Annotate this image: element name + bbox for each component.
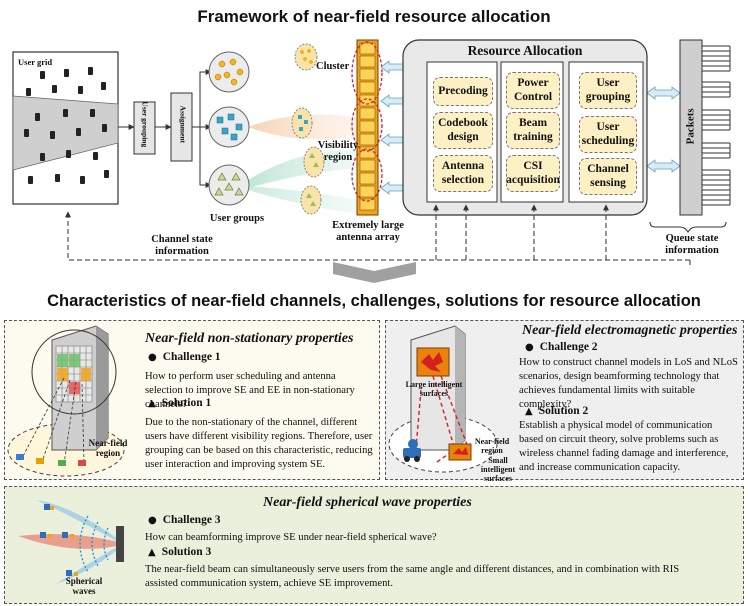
panel1-solution-text: Due to the non-stationary of the channel…: [145, 417, 373, 471]
large-surfaces-label: Large intelligent surfaces: [405, 380, 463, 399]
spherical-wave-illustration: [18, 500, 124, 584]
panel1-title: Near-field non-stationary properties: [145, 331, 354, 346]
user-groups-label: User groups: [209, 213, 265, 224]
bullet-dot-icon: ●: [148, 352, 157, 363]
panel2-challenge-label: ●Challenge 2: [525, 341, 598, 353]
bullet-triangle-icon: ▲: [148, 398, 156, 409]
queue-state-label: Queue state information: [665, 233, 719, 257]
antenna-array: [351, 39, 383, 216]
panel3-title: Near-field spherical wave properties: [263, 495, 472, 510]
characteristics-title: Characteristics of near-field channels, …: [47, 292, 701, 310]
precoding-box: Precoding: [433, 77, 493, 106]
power-control-box: Power Control: [506, 72, 560, 109]
panel2-challenge-text: How to construct channel models in LoS a…: [519, 357, 738, 411]
user-grouping-box: User grouping: [579, 72, 637, 109]
codebook-design-box: Codebook design: [433, 112, 493, 149]
panel2-solution-label: ▲Solution 2: [525, 405, 589, 417]
small-surfaces-label: Small intelligent surfaces: [480, 456, 516, 484]
panel3-solution-label: ▲Solution 3: [148, 546, 212, 558]
panel-spherical-wave: [4, 486, 744, 604]
resource-allocation-title: Resource Allocation: [467, 43, 583, 58]
electromagnetic-illustration: [388, 325, 498, 473]
antenna-selection-box: Antenna selection: [433, 155, 493, 192]
channel-sensing-box: Channel sensing: [579, 158, 637, 195]
bullet-dot-icon: ●: [148, 515, 157, 526]
bullet-triangle-icon: ▲: [148, 547, 156, 558]
panel2-solution-text: Establish a physical model of communicat…: [519, 420, 729, 474]
antenna-array-label: Extremely large antenna array: [332, 220, 404, 244]
cluster-label: Cluster: [316, 61, 350, 72]
user-grid: [12, 51, 119, 205]
bullet-dot-icon: ●: [525, 342, 534, 353]
user-grid-label: User grid: [18, 57, 53, 67]
panel1-solution-label: ▲Solution 1: [148, 397, 212, 409]
user-grouping-label: User grouping: [140, 101, 150, 148]
visibility-region-label: Visibility region: [317, 140, 359, 164]
spherical-waves-label: Spherical waves: [65, 576, 103, 597]
panel2-region-label: Near-field region: [474, 437, 510, 456]
panel1-region-label: Near-field region: [88, 438, 128, 459]
panel2-title: Near-field electromagnetic properties: [522, 323, 738, 338]
beam-training-box: Beam training: [506, 112, 560, 149]
panel1-challenge-label: ●Challenge 1: [148, 351, 221, 363]
panel3-solution-text: The near-field beam can simultaneously s…: [145, 564, 680, 590]
user-scheduling-box: User scheduling: [579, 116, 637, 153]
framework-title: Framework of near-field resource allocat…: [197, 7, 551, 26]
non-stationary-illustration: [7, 325, 125, 477]
csi-label: Channel state information: [151, 234, 213, 258]
panel1-challenge-text: How to perform user scheduling and anten…: [145, 371, 355, 411]
assignment-label: Assignment: [178, 105, 188, 144]
panel3-challenge-label: ●Challenge 3: [148, 514, 221, 526]
bullet-triangle-icon: ▲: [525, 406, 533, 417]
panel3-challenge-text: How can beamforming improve SE under nea…: [145, 532, 437, 543]
packets-label: Packets: [684, 108, 697, 145]
csi-acquisition-box: CSI acquisition: [506, 155, 560, 192]
